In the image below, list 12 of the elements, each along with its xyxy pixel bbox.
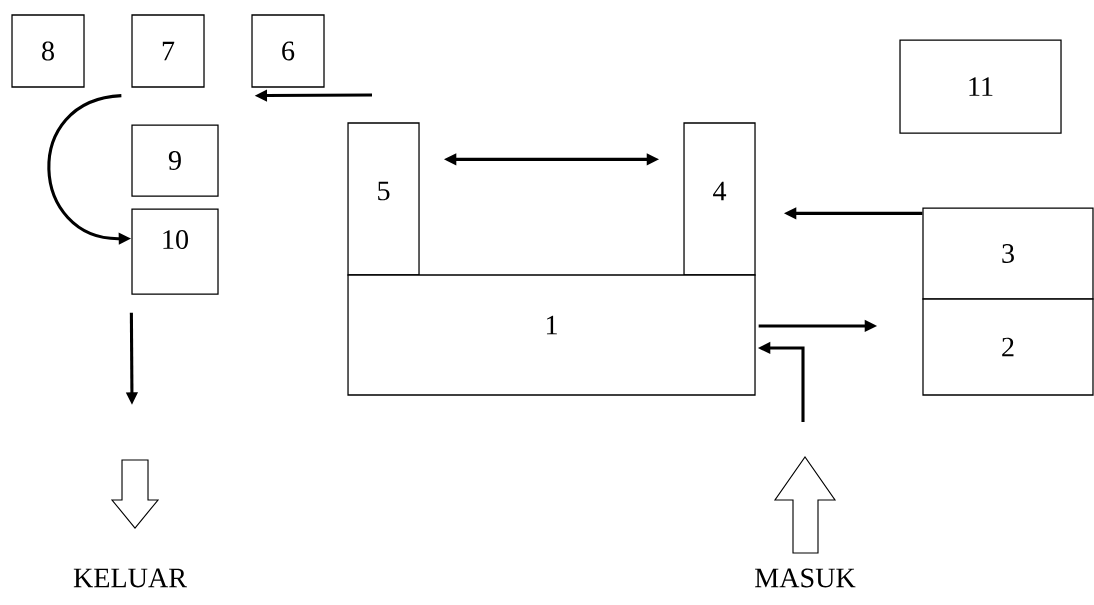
numbered-box: 5 [347, 122, 420, 276]
numbered-box: 3 [922, 207, 1094, 300]
numbered-box: 8 [11, 14, 85, 88]
numbered-box: 4 [683, 122, 756, 276]
numbered-box: 7 [131, 14, 205, 88]
numbered-box: 9 [131, 124, 219, 197]
numbered-box: 10 [131, 208, 219, 295]
numbered-box: 6 [251, 14, 325, 88]
numbered-box: 2 [922, 298, 1094, 396]
entry-label: MASUK [755, 568, 856, 588]
exit-label: KELUAR [73, 568, 187, 588]
numbered-box: 11 [899, 39, 1062, 134]
